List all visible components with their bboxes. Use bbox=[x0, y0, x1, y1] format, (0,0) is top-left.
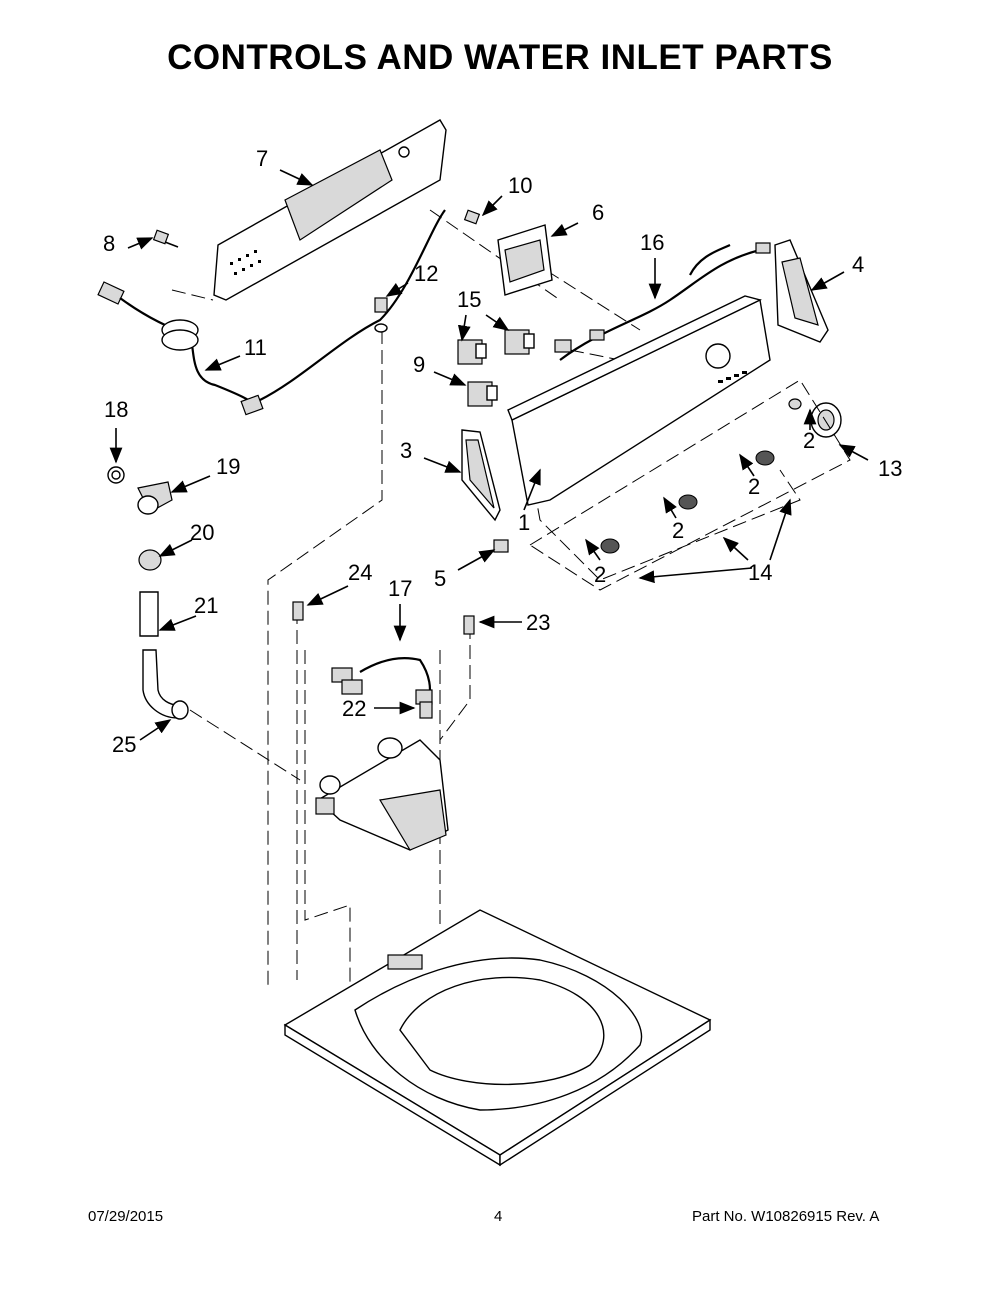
callout-2a: 2 bbox=[803, 428, 815, 453]
ground-screw bbox=[374, 297, 388, 333]
page-title: CONTROLS AND WATER INLET PARTS bbox=[167, 38, 833, 77]
inlet-valve-assembly bbox=[315, 737, 449, 851]
callout-6: 6 bbox=[592, 200, 604, 225]
callout-23: 23 bbox=[526, 610, 550, 635]
callout-15: 15 bbox=[457, 287, 481, 312]
callout-11: 11 bbox=[244, 335, 267, 360]
washer-18 bbox=[107, 466, 125, 484]
assembly-dash-lines bbox=[171, 209, 801, 990]
button-2c bbox=[600, 538, 620, 554]
inlet-fitting-19 bbox=[137, 481, 173, 515]
clip-5 bbox=[493, 539, 509, 553]
button-2b bbox=[678, 494, 698, 510]
leader-arrows bbox=[109, 169, 869, 741]
footer-part-number: Part No. W10826915 Rev. A bbox=[692, 1208, 880, 1225]
callout-17: 17 bbox=[388, 576, 412, 601]
callout-2b: 2 bbox=[748, 474, 760, 499]
callout-9: 9 bbox=[413, 352, 425, 377]
callout-labels: 7 10 6 8 12 16 4 15 11 9 18 19 3 2 13 2 … bbox=[103, 146, 902, 757]
callout-21: 21 bbox=[194, 593, 218, 618]
valve-harness bbox=[331, 657, 433, 705]
console-rear-panel bbox=[213, 119, 447, 301]
connector-22 bbox=[419, 701, 433, 719]
button-2d bbox=[788, 398, 802, 410]
screw-23 bbox=[463, 615, 475, 635]
clamp-25 bbox=[171, 700, 189, 720]
callout-20: 20 bbox=[190, 520, 214, 545]
switch-15a bbox=[457, 339, 487, 365]
switch-9 bbox=[467, 381, 498, 407]
hose-21 bbox=[139, 591, 179, 719]
nozzle-20 bbox=[138, 549, 162, 571]
callout-19: 19 bbox=[216, 454, 240, 479]
callout-7: 7 bbox=[256, 146, 268, 171]
end-cap-left bbox=[461, 429, 501, 522]
cabinet-top bbox=[283, 909, 712, 1167]
control-board bbox=[497, 224, 553, 296]
power-cord bbox=[97, 209, 446, 416]
callout-5: 5 bbox=[434, 566, 446, 591]
callout-10: 10 bbox=[508, 173, 532, 198]
screw-8 bbox=[152, 229, 179, 248]
callout-4: 4 bbox=[852, 252, 864, 277]
screw-10 bbox=[463, 209, 481, 225]
switch-15b bbox=[504, 329, 535, 355]
callout-22: 22 bbox=[342, 696, 366, 721]
callout-1: 1 bbox=[518, 510, 530, 535]
console-panel bbox=[507, 295, 771, 506]
callout-25: 25 bbox=[112, 732, 136, 757]
callout-14: 14 bbox=[748, 560, 772, 585]
footer-page-number: 4 bbox=[494, 1208, 503, 1225]
callout-8: 8 bbox=[103, 231, 115, 256]
callout-16: 16 bbox=[640, 230, 664, 255]
callout-2d: 2 bbox=[594, 562, 606, 587]
callout-13: 13 bbox=[878, 456, 902, 481]
button-2a bbox=[755, 450, 775, 466]
overlay-panels bbox=[529, 379, 851, 591]
footer-date: 07/29/2015 bbox=[88, 1208, 164, 1225]
callout-3: 3 bbox=[400, 438, 412, 463]
screw-24 bbox=[292, 601, 304, 621]
end-cap-right bbox=[774, 239, 829, 343]
callout-2c: 2 bbox=[672, 518, 684, 543]
dial-knob bbox=[810, 402, 842, 438]
callout-18: 18 bbox=[104, 397, 128, 422]
wire-harness bbox=[554, 242, 771, 361]
callout-24: 24 bbox=[348, 560, 372, 585]
callout-12: 12 bbox=[414, 261, 438, 286]
